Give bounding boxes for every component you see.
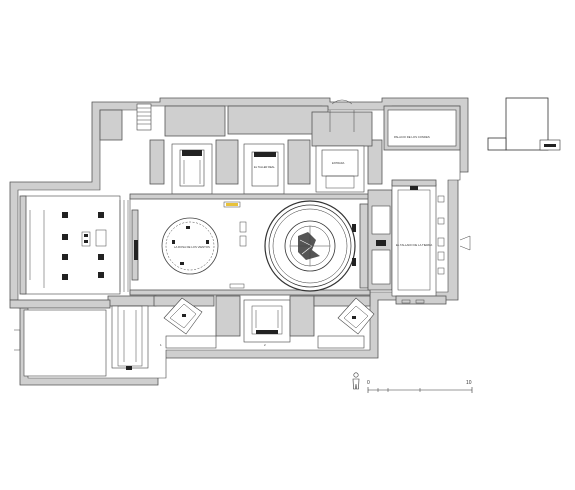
south-chamber-1: 1 — [153, 295, 217, 349]
label-south-1: 1 — [160, 343, 162, 347]
label-right-hall: EL TALLADO DE LA TIERRA — [396, 243, 432, 247]
scale-end: 10 — [466, 380, 472, 386]
label-taller-real: EL TALLER REAL — [254, 165, 275, 169]
bottom-left-annex — [9, 299, 111, 377]
chamber-entrada: ENTRADA — [311, 99, 373, 193]
top-rooms: PALACIO DE LOS CONDES EL PUERTO EL TALLE… — [99, 99, 461, 201]
rotunda — [264, 200, 356, 292]
south-chamber-2: 2 — [215, 295, 315, 347]
scale-start: 0 — [367, 380, 370, 386]
label-top-right-room: PALACIO DE LOS CONDES — [394, 135, 430, 139]
south-chamber-3: 3 — [313, 295, 375, 349]
stair-top — [136, 103, 152, 131]
chamber-taller-real: EL TALLER REAL — [243, 143, 285, 195]
left-gallery — [19, 195, 129, 295]
label-entrada: ENTRADA — [332, 161, 345, 165]
central-hall: LA ROSA DE LOS VIENTOS — [129, 193, 371, 296]
chamber-el-puerto: EL PUERTO — [171, 143, 213, 201]
south-chambers: 1 2 3 — [107, 295, 375, 370]
scale-bar: 0 10 — [352, 372, 473, 393]
label-rosa-vientos: LA ROSA DE LOS VIENTOS — [174, 245, 210, 249]
person-icon — [352, 372, 360, 390]
compass-rose-circle: LA ROSA DE LOS VIENTOS — [161, 217, 219, 275]
key-plan — [487, 97, 561, 151]
right-hall: EL TALLADO DE LA TIERRA — [367, 179, 471, 305]
label-south-2: 2 — [264, 343, 266, 347]
